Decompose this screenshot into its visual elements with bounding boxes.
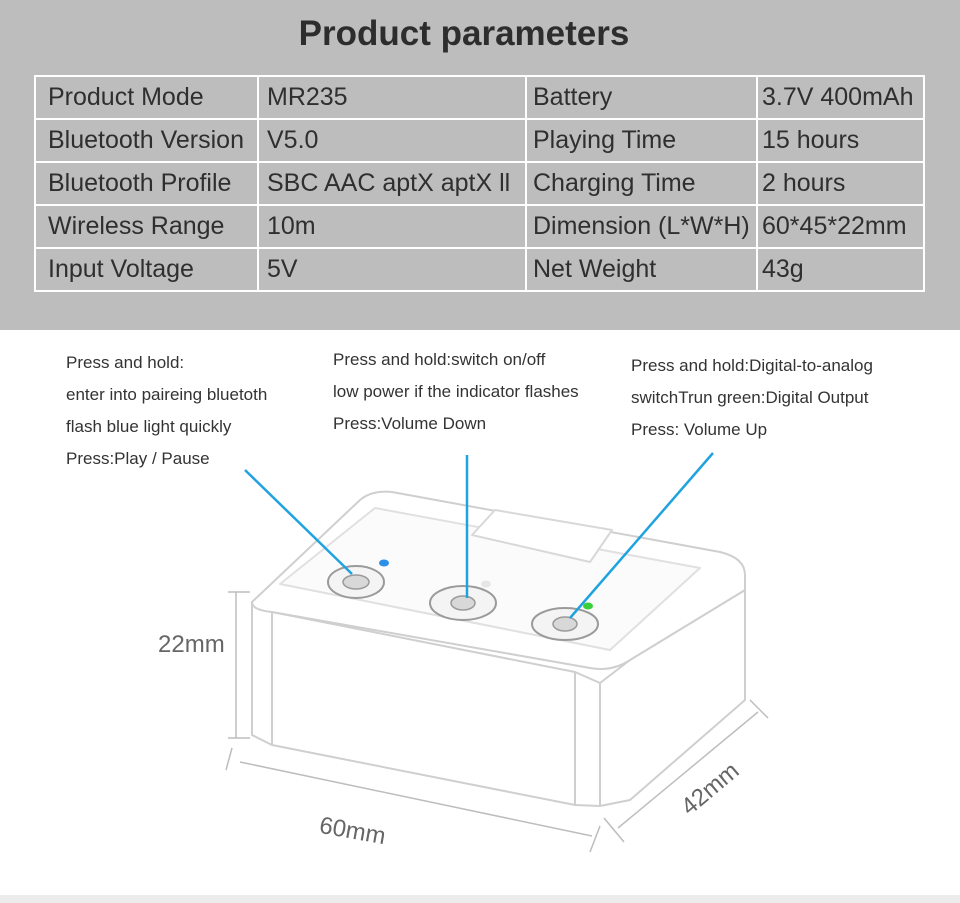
leader-line-left: [244, 469, 353, 575]
spec-label: Bluetooth Version: [34, 118, 259, 163]
annotation-line: Press and hold:switch on/off: [333, 350, 546, 369]
annotation-left: Press and hold: enter into paireing blue…: [66, 347, 267, 475]
table-row: Wireless Range 10m Dimension (L*W*H) 60*…: [34, 204, 925, 249]
blue-led: [379, 559, 389, 567]
annotation-right: Press and hold:Digital-to-analog switchT…: [631, 350, 873, 446]
spec-value: 5V: [257, 247, 527, 292]
play-pause-icon: [342, 574, 370, 590]
page-title: Product parameters: [298, 14, 630, 53]
width-tick-left: [603, 817, 625, 843]
annotation-line: switchTrun green:Digital Output: [631, 388, 869, 407]
mode-icon: [552, 616, 578, 632]
width-dimension-line: [617, 711, 759, 829]
annotation-line: Press and hold:Digital-to-analog: [631, 356, 873, 375]
annotation-line: flash blue light quickly: [66, 417, 232, 436]
device-diagram: [225, 452, 769, 853]
spec-value: 2 hours: [756, 161, 925, 206]
table-row: Product Mode MR235 Battery 3.7V 400mAh: [34, 75, 925, 120]
annotation-line: low power if the indicator flashes: [333, 382, 579, 401]
width-tick-right: [749, 699, 769, 719]
spec-value: 10m: [257, 204, 527, 249]
spec-value: MR235: [257, 75, 527, 120]
spec-table: Product Mode MR235 Battery 3.7V 400mAh B…: [34, 75, 925, 292]
annotation-line: Press and hold:: [66, 353, 185, 372]
device-tab: [471, 509, 613, 563]
spec-label: Product Mode: [34, 75, 259, 120]
length-tick-right: [589, 825, 601, 853]
spec-label: Playing Time: [525, 118, 758, 163]
spec-label: Charging Time: [525, 161, 758, 206]
bottom-divider: [0, 895, 960, 903]
device-left-side: [251, 601, 273, 746]
spec-label: Wireless Range: [34, 204, 259, 249]
spec-value: 60*45*22mm: [756, 204, 925, 249]
annotation-line: Press:Play / Pause: [66, 449, 210, 468]
spec-value: SBC AAC aptX aptX ll: [257, 161, 527, 206]
power-icon: [450, 595, 476, 611]
spec-value: 43g: [756, 247, 925, 292]
table-row: Bluetooth Profile SBC AAC aptX aptX ll C…: [34, 161, 925, 206]
spec-value: V5.0: [257, 118, 527, 163]
height-dimension-label: 22mm: [158, 631, 225, 658]
spec-label: Bluetooth Profile: [34, 161, 259, 206]
spec-label: Battery: [525, 75, 758, 120]
device-top-panel: [279, 507, 701, 651]
green-led: [583, 602, 593, 610]
device-front-corner: [574, 671, 601, 807]
length-tick-left: [225, 747, 233, 771]
spec-label: Net Weight: [525, 247, 758, 292]
spec-value: 3.7V 400mAh: [756, 75, 925, 120]
length-dimension-line: [239, 761, 593, 837]
spec-label: Dimension (L*W*H): [525, 204, 758, 249]
white-led: [481, 580, 491, 588]
annotation-middle: Press and hold:switch on/off low power i…: [333, 344, 579, 440]
table-row: Bluetooth Version V5.0 Playing Time 15 h…: [34, 118, 925, 163]
table-row: Input Voltage 5V Net Weight 43g: [34, 247, 925, 292]
annotation-line: Press:Volume Down: [333, 414, 487, 433]
leader-line-right: [569, 452, 714, 619]
spec-label: Input Voltage: [34, 247, 259, 292]
annotation-line: Press: Volume Up: [631, 420, 768, 439]
spec-value: 15 hours: [756, 118, 925, 163]
annotation-line: enter into paireing bluetoth: [66, 385, 268, 404]
